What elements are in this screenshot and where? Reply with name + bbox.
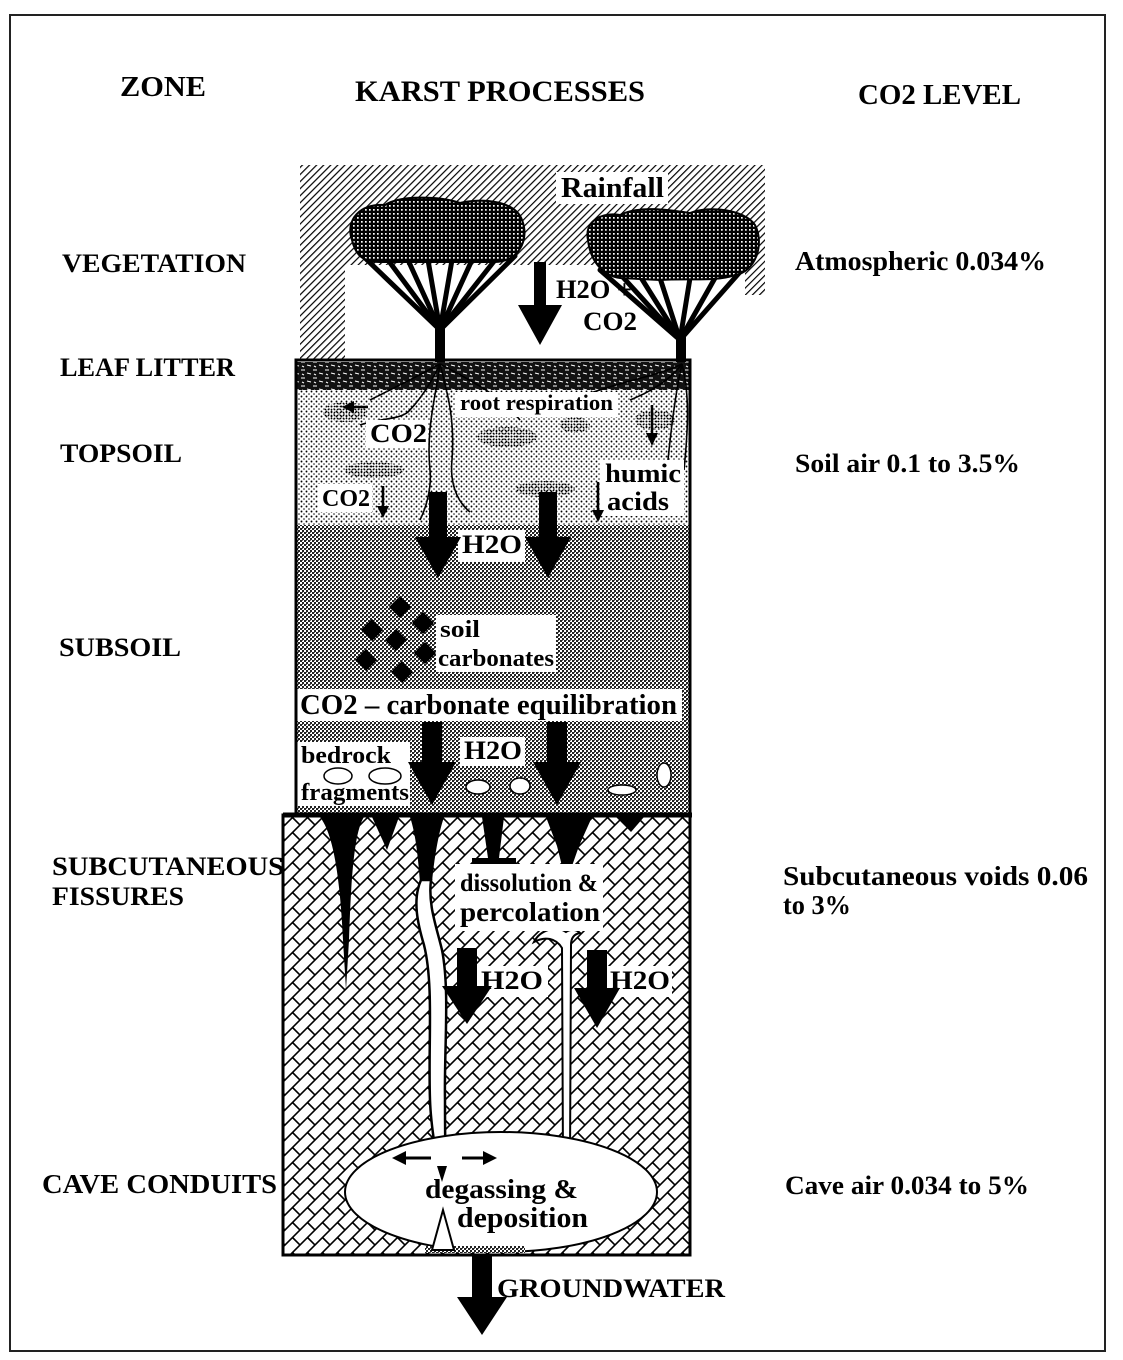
bedrock-fragments-label-line2: fragments xyxy=(301,780,409,806)
tree-left xyxy=(350,198,524,364)
zone-subsoil: SUBSOIL xyxy=(59,633,181,662)
zone-leaf-litter: LEAF LITTER xyxy=(60,353,235,382)
leaf-litter-layer xyxy=(296,362,690,390)
fissure-water-label-1: H2O xyxy=(481,966,543,995)
soil-co2-release-label: CO2 xyxy=(370,419,427,448)
co2-level-subcutaneous-line2: to 3% xyxy=(783,890,851,920)
infiltration-label-line1: H2O + xyxy=(556,275,632,304)
subsoil-water-label: H2O xyxy=(464,736,522,765)
zone-subcutaneous-line1: SUBCUTANEOUS xyxy=(52,852,284,881)
header-co2-level: CO2 LEVEL xyxy=(858,80,1021,111)
tree-right-canopy xyxy=(587,209,759,280)
sky-hatching-left-strip xyxy=(300,265,345,360)
zone-topsoil: TOPSOIL xyxy=(60,439,182,468)
bedrock-zone: dissolution & percolation H2O H2O degass… xyxy=(283,815,692,1255)
infiltration-label-line2: CO2 xyxy=(583,307,637,336)
fissure-water-label-2: H2O xyxy=(610,966,670,995)
dissolution-percolation-label-line2: percolation xyxy=(460,897,600,927)
groundwater-label: GROUNDWATER xyxy=(497,1274,725,1303)
bedrock-fragments-label-line1: bedrock xyxy=(301,743,392,769)
tree-left-branches xyxy=(365,256,515,330)
co2-level-soil-air: Soil air 0.1 to 3.5% xyxy=(795,449,1020,478)
zone-cave-conduits: CAVE CONDUITS xyxy=(42,1169,277,1199)
humic-acids-label-line1: humic xyxy=(605,459,681,488)
degassing-deposition-label-line2: deposition xyxy=(457,1203,588,1234)
root-respiration-label: root respiration xyxy=(460,390,613,415)
equilibration-label: CO2 – carbonate equilibration xyxy=(300,690,677,721)
rainfall-label: Rainfall xyxy=(561,173,664,204)
soil-carbonates-label-line1: soil xyxy=(440,617,480,643)
zone-subcutaneous-line2: FISSURES xyxy=(52,882,184,911)
zone-vegetation: VEGETATION xyxy=(62,249,246,278)
co2-level-cave-air: Cave air 0.034 to 5% xyxy=(785,1171,1029,1200)
tree-left-trunk xyxy=(435,324,445,364)
vegetation-zone: Rainfall xyxy=(300,165,765,364)
co2-level-atmospheric: Atmospheric 0.034% xyxy=(795,246,1046,276)
topsoil-water-label: H2O xyxy=(462,530,522,559)
degassing-deposition-label-line1: degassing & xyxy=(425,1174,578,1204)
humic-acids-label-line2: acids xyxy=(607,487,669,516)
soil-co2-down-label: CO2 xyxy=(322,486,370,512)
header-karst-processes: KARST PROCESSES xyxy=(355,75,645,108)
tree-left-canopy xyxy=(350,198,524,262)
dissolution-percolation-label-line1: dissolution & xyxy=(460,870,598,897)
header-zone: ZONE xyxy=(120,72,206,103)
co2-level-subcutaneous-line1: Subcutaneous voids 0.06 xyxy=(783,861,1088,891)
soil-column: root respiration CO2 humic acids CO2 H2O xyxy=(296,360,690,815)
soil-carbonates-label-line2: carbonates xyxy=(438,646,554,672)
